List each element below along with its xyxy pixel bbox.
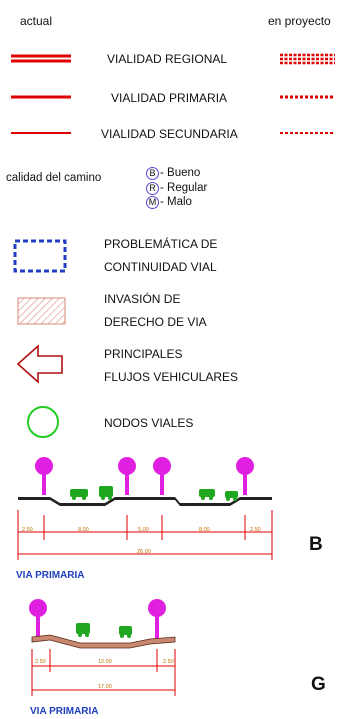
section-g-dim-1: 2.50 bbox=[35, 659, 46, 665]
section-b-dim-2: 8.00 bbox=[78, 527, 89, 533]
quality-item-b: B- Bueno bbox=[146, 167, 200, 180]
section-b-drawing bbox=[17, 457, 273, 560]
quality-title: calidad del camino bbox=[6, 172, 102, 184]
nodes-label: NODOS VIALES bbox=[104, 416, 194, 430]
car-icon bbox=[76, 623, 90, 637]
section-g-letter: G bbox=[311, 674, 326, 695]
node-circle-icon bbox=[27, 406, 59, 438]
invasion-hatch-box bbox=[17, 297, 66, 325]
section-b-dim-3: 5.00 bbox=[138, 527, 149, 533]
section-g-total: 17.00 bbox=[98, 684, 112, 690]
tree-icon bbox=[236, 457, 254, 495]
car-icon bbox=[99, 486, 113, 500]
tree-icon bbox=[35, 457, 53, 495]
section-b-dim-4: 8.00 bbox=[199, 527, 210, 533]
road-legend-lines bbox=[11, 53, 335, 134]
section-b-dim-1: 2.50 bbox=[22, 527, 33, 533]
section-b-total: 26.00 bbox=[137, 549, 151, 555]
quality-item-m: M- Malo bbox=[146, 196, 192, 209]
car-icon bbox=[70, 489, 88, 500]
tree-icon bbox=[148, 599, 166, 639]
section-g-title: VIA PRIMARIA bbox=[30, 706, 99, 717]
tree-icon bbox=[153, 457, 171, 495]
quality-item-r: R- Regular bbox=[146, 182, 207, 195]
road-label-primaria: VIALIDAD PRIMARIA bbox=[111, 91, 228, 105]
section-g-dim-2: 12.00 bbox=[98, 659, 112, 665]
tree-icon bbox=[29, 599, 47, 639]
actual-header: actual bbox=[20, 14, 53, 28]
car-icon bbox=[199, 489, 215, 500]
road-label-secundaria: VIALIDAD SECUNDARIA bbox=[101, 127, 238, 141]
car-icon bbox=[225, 491, 238, 501]
flow-arrow-icon bbox=[16, 344, 63, 384]
road-label-regional: VIALIDAD REGIONAL bbox=[107, 52, 228, 66]
en-proyecto-header: en proyecto bbox=[268, 14, 331, 28]
symbol-shapes bbox=[13, 239, 67, 438]
section-b-dim-5: 2.50 bbox=[250, 527, 261, 533]
section-g-drawing bbox=[29, 599, 176, 696]
section-g-dim-3: 2.50 bbox=[163, 659, 174, 665]
tree-icon bbox=[118, 457, 136, 495]
section-b-letter: B bbox=[309, 534, 323, 555]
section-b-title: VIA PRIMARIA bbox=[16, 570, 85, 581]
car-icon bbox=[119, 626, 132, 638]
continuity-dashed-box bbox=[13, 239, 67, 273]
